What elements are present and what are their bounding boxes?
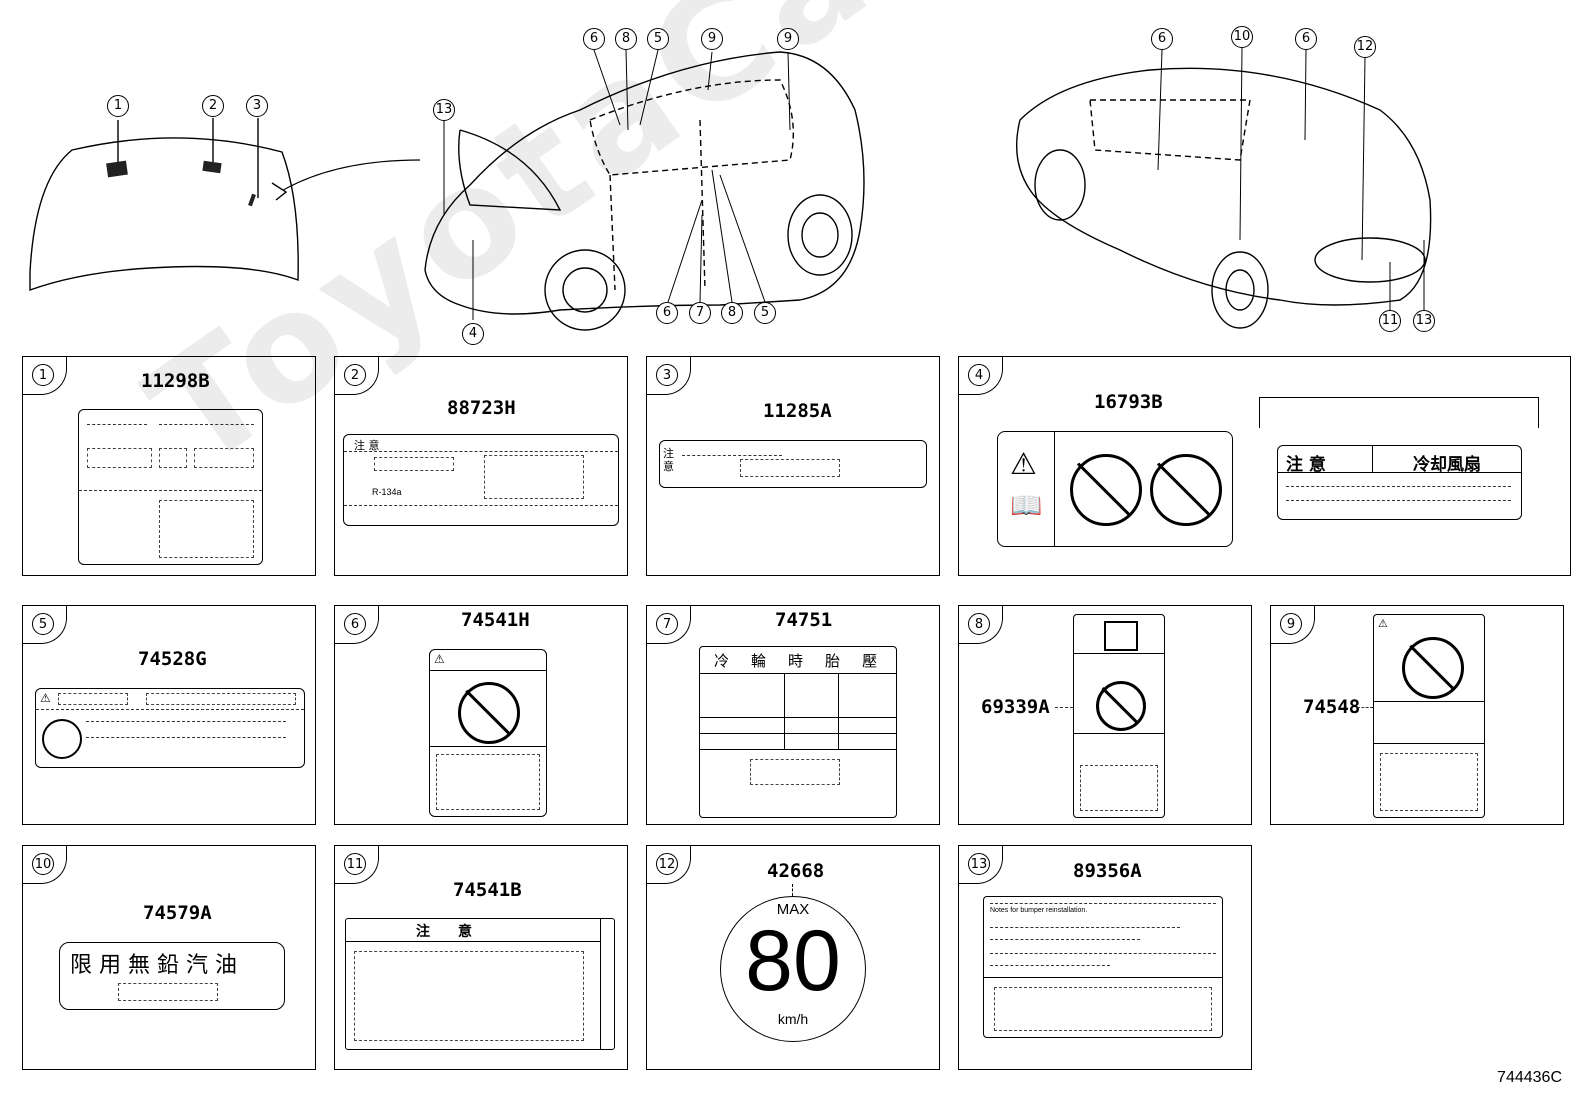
panel-index: 9 (1280, 613, 1302, 635)
no-hand-icon (1402, 637, 1464, 699)
panel-index: 5 (32, 613, 54, 635)
part-number: 69339A (981, 696, 1050, 718)
no-hand-icon (458, 682, 520, 744)
part-number: 11298B (141, 370, 210, 392)
label-drawing (1073, 614, 1165, 818)
note-text: Notes for bumper reinstallation. (990, 907, 1088, 914)
label-drawing: ⚠ (429, 649, 547, 817)
callout-front-6b: 6 (656, 302, 678, 324)
no-tool-icon (1150, 454, 1222, 526)
panel-index: 6 (344, 613, 366, 635)
speed-max: MAX (776, 901, 810, 918)
diagram-code: 744436C (1497, 1069, 1562, 1086)
caution-text: 注 意 (416, 924, 472, 940)
panel-9: 9 74548 ⚠ (1270, 605, 1564, 825)
warning-icon: ⚠ (1010, 448, 1037, 481)
panel-8: 8 69339A (958, 605, 1252, 825)
label-drawing (78, 409, 263, 565)
part-number: 74579A (143, 902, 212, 924)
panel-index: 12 (656, 853, 678, 875)
speed-sign: MAX 80 km/h (720, 896, 866, 1042)
label-drawing-fan: 注 意 冷却風扇 (1277, 445, 1522, 520)
callout-front-6a: 6 (583, 28, 605, 50)
panel-3: 3 11285A 注意 (646, 356, 940, 576)
callout-front-13: 13 (433, 99, 455, 121)
part-number: 74751 (775, 609, 833, 631)
vehicle-drawing (29, 47, 1432, 331)
label-drawing: ⚠ (1373, 614, 1485, 818)
panel-index: 10 (32, 853, 54, 875)
panel-6: 6 74541H ⚠ (334, 605, 628, 825)
seat-icon (1104, 621, 1138, 651)
panel-7: 7 74751 冷輪時胎壓 (646, 605, 940, 825)
part-number: 74541H (461, 609, 530, 631)
panel-13: 13 89356A Notes for bumper reinstallatio… (958, 845, 1252, 1070)
part-number: 16793B (1094, 391, 1163, 413)
label-drawing: 注意 (659, 440, 927, 488)
panel-4: 4 16793B ⚠ 📖 注 意 冷却風扇 (958, 356, 1571, 576)
callout-front-9a: 9 (701, 28, 723, 50)
panel-index: 11 (344, 853, 366, 875)
callout-rear-6b: 6 (1295, 28, 1317, 50)
label-drawing: 注 意 (345, 918, 615, 1050)
caution-text: 注 意 (1286, 455, 1326, 475)
panel-index: 8 (968, 613, 990, 635)
callout-rear-12: 12 (1354, 36, 1376, 58)
label-drawing: ⚠ 📖 (997, 431, 1233, 547)
part-number: 11285A (763, 400, 832, 422)
callout-front-8a: 8 (615, 28, 637, 50)
label-drawing: 限 用 無 鉛 汽 油 (59, 942, 285, 1010)
callout-hood-2: 2 (202, 95, 224, 117)
callout-hood-1: 1 (107, 95, 129, 117)
caution-text: 注 意 (354, 439, 380, 452)
callout-front-5a: 5 (647, 28, 669, 50)
no-hand-icon (1070, 454, 1142, 526)
callout-rear-6a: 6 (1151, 28, 1173, 50)
callout-front-5b: 5 (754, 302, 776, 324)
part-number: 89356A (1073, 860, 1142, 882)
part-number: 42668 (767, 860, 825, 882)
bracket-line (1259, 397, 1539, 428)
callout-front-7: 7 (689, 302, 711, 324)
callout-rear-11: 11 (1379, 310, 1401, 332)
callout-hood-3: 3 (246, 95, 268, 117)
refrigerant-text: R-134a (372, 487, 402, 497)
panel-index: 2 (344, 364, 366, 386)
panel-index: 1 (32, 364, 54, 386)
panel-5: 5 74528G ⚠ (22, 605, 316, 825)
label-drawing: ⚠ (35, 688, 305, 768)
panel-2: 2 88723H 注 意 R-134a (334, 356, 628, 576)
label-drawing: 注 意 R-134a (343, 434, 619, 526)
callout-rear-13: 13 (1413, 310, 1435, 332)
panel-11: 11 74541B 注 意 (334, 845, 628, 1070)
callout-front-9b: 9 (777, 28, 799, 50)
callout-front-4: 4 (462, 323, 484, 345)
no-hand-icon (1096, 681, 1146, 731)
fan-text: 冷却風扇 (1413, 455, 1481, 475)
panel-12: 12 42668 MAX 80 km/h (646, 845, 940, 1070)
part-number: 88723H (447, 397, 516, 419)
speed-value: 80 (745, 913, 841, 1009)
no-hand-icon (42, 719, 82, 759)
manual-icon: 📖 (1010, 490, 1043, 520)
panel-index: 4 (968, 364, 990, 386)
label-drawing: Notes for bumper reinstallation. (983, 896, 1223, 1038)
panel-10: 10 74579A 限 用 無 鉛 汽 油 (22, 845, 316, 1070)
part-number: 74548 (1303, 696, 1361, 718)
panel-index: 7 (656, 613, 678, 635)
panel-index: 3 (656, 364, 678, 386)
panel-1: 1 11298B (22, 356, 316, 576)
fuel-text: 限 用 無 鉛 汽 油 (70, 953, 237, 978)
callout-front-8b: 8 (721, 302, 743, 324)
panel-index: 13 (968, 853, 990, 875)
callout-rear-10: 10 (1231, 26, 1253, 48)
part-number: 74528G (138, 648, 207, 670)
label-drawing: 冷輪時胎壓 (699, 646, 897, 818)
tire-header: 冷輪時胎壓 (714, 652, 900, 670)
speed-unit: km/h (777, 1011, 809, 1027)
part-number: 74541B (453, 879, 522, 901)
caution-text: 注意 (663, 447, 674, 473)
